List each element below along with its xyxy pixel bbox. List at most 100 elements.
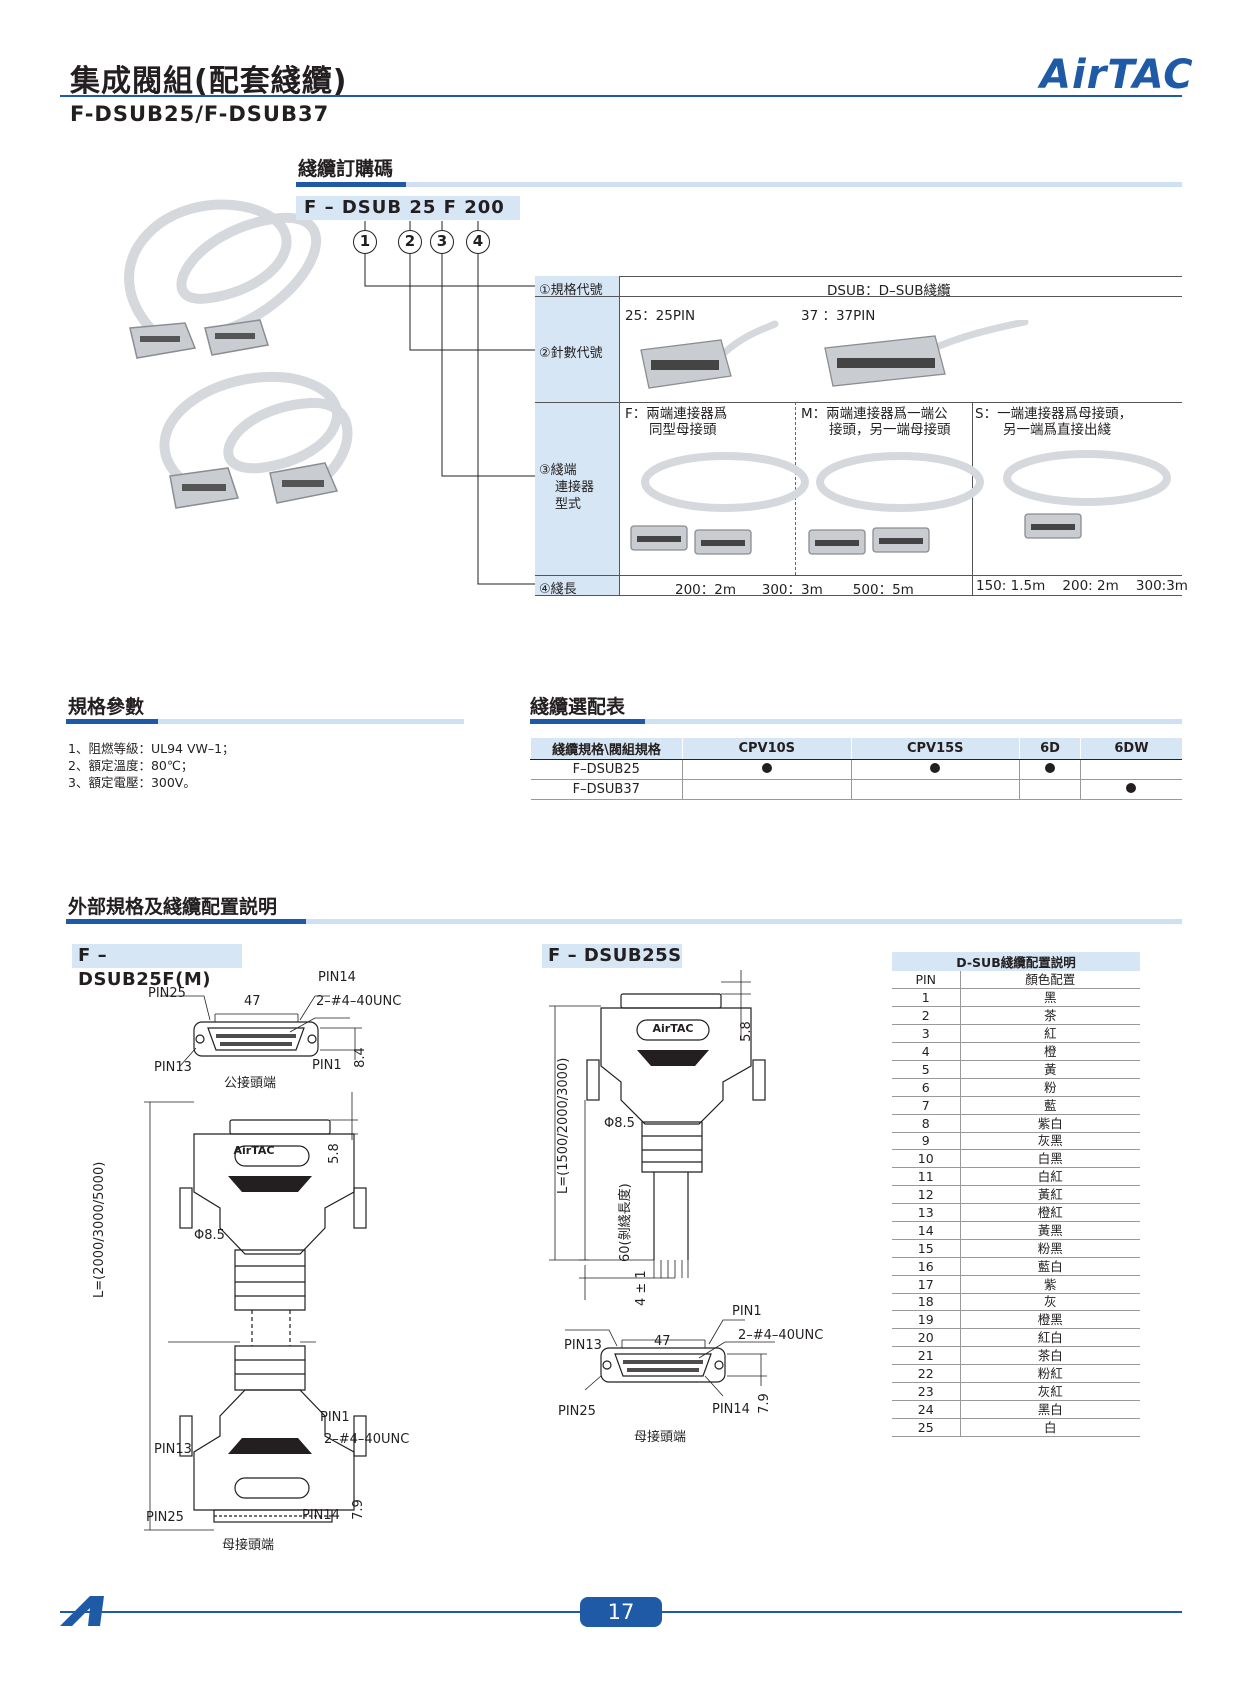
wire-color: 灰紅 bbox=[960, 1382, 1140, 1401]
col-header: CPV10S bbox=[682, 738, 851, 760]
wire-color: 粉 bbox=[960, 1078, 1140, 1097]
right-flange-dim: 5.8 bbox=[738, 1021, 754, 1042]
connector-s-option: S：一端連接器爲母接頭， 另一端爲直接出綫 bbox=[975, 406, 1133, 438]
wire-color: 黃 bbox=[960, 1060, 1140, 1079]
spec-item: 1、阻燃等級：UL94 VW–1； bbox=[68, 741, 235, 756]
pin-number: 22 bbox=[892, 1364, 961, 1383]
pin-table-caption: D-SUB綫纜配置説明 bbox=[892, 952, 1140, 971]
pin-number: 2 bbox=[892, 1006, 961, 1026]
order-code-example: F – DSUB 25 F 200 bbox=[296, 196, 520, 220]
wire-color: 粉黑 bbox=[960, 1239, 1140, 1258]
right-pin13: PIN13 bbox=[564, 1338, 602, 1353]
spec-code-value: DSUB：D–SUB綫纜 bbox=[827, 283, 951, 299]
pin-col-header: PIN bbox=[892, 971, 961, 990]
pin-number: 13 bbox=[892, 1203, 961, 1222]
male-end-label: 公接頭端 bbox=[224, 1076, 277, 1091]
left-top-pin25: PIN25 bbox=[148, 986, 186, 1001]
connector-type-label: ③綫端 連接器 型式 bbox=[539, 463, 595, 512]
table-row: F–DSUB25 bbox=[530, 759, 1182, 780]
page-number: 17 bbox=[580, 1597, 662, 1627]
right-cable-diameter: Φ8.5 bbox=[604, 1116, 635, 1131]
right-height: 7.9 bbox=[756, 1393, 772, 1414]
left-bottom-height: 7.9 bbox=[350, 1499, 366, 1520]
pin-number: 24 bbox=[892, 1400, 961, 1419]
right-pin1: PIN1 bbox=[732, 1304, 762, 1319]
marker-2: 2 bbox=[398, 230, 422, 254]
wire-color: 灰 bbox=[960, 1293, 1140, 1312]
pin-number: 14 bbox=[892, 1221, 961, 1240]
left-top-pin13: PIN13 bbox=[154, 1060, 192, 1075]
pin-number: 3 bbox=[892, 1024, 961, 1044]
wire-color: 茶 bbox=[960, 1006, 1140, 1026]
compat-mark bbox=[761, 762, 772, 773]
right-pin14: PIN14 bbox=[712, 1402, 750, 1417]
left-top-width: 47 bbox=[244, 994, 261, 1009]
external-rule bbox=[66, 919, 1182, 924]
wire-color: 黃紅 bbox=[960, 1185, 1140, 1205]
pin-connector-sketches bbox=[640, 320, 1029, 389]
order-code-heading: 綫纜訂購碼 bbox=[298, 158, 394, 180]
page-subtitle: F-DSUB25/F-DSUB37 bbox=[70, 102, 330, 126]
specs-rule bbox=[66, 719, 464, 724]
pin-number: 20 bbox=[892, 1328, 961, 1348]
pin-number: 6 bbox=[892, 1078, 961, 1097]
wire-color: 黃黑 bbox=[960, 1221, 1140, 1240]
compat-mark bbox=[1044, 762, 1055, 773]
col-header: 綫纜規格\閥組規格 bbox=[530, 738, 683, 760]
pin-number: 9 bbox=[892, 1132, 961, 1151]
pin-number: 17 bbox=[892, 1275, 961, 1294]
wire-color: 紫白 bbox=[960, 1114, 1140, 1133]
pin-code-label: ②針數代號 bbox=[539, 346, 603, 361]
connector-type-sketches bbox=[630, 450, 1171, 555]
left-top-height: 8.4 bbox=[352, 1047, 368, 1068]
pin-37-option: 37 ：37PIN bbox=[801, 308, 876, 324]
length-label: ④綫長 bbox=[539, 582, 577, 597]
pin-number: 5 bbox=[892, 1060, 961, 1079]
specs-heading: 規格參數 bbox=[68, 696, 145, 718]
pin-number: 8 bbox=[892, 1114, 961, 1133]
pin-number: 23 bbox=[892, 1382, 961, 1401]
pin-table-header: PIN 顏色配置 bbox=[892, 971, 1140, 990]
col-header: CPV15S bbox=[850, 738, 1020, 760]
table-row: F–DSUB37 bbox=[530, 779, 1182, 800]
cable-product-photo bbox=[124, 199, 353, 509]
wire-color: 紫 bbox=[960, 1275, 1140, 1294]
pin-number: 21 bbox=[892, 1346, 961, 1366]
right-logo: AirTAC bbox=[652, 1022, 694, 1035]
left-bottom-pin13: PIN13 bbox=[154, 1442, 192, 1457]
pin-number: 16 bbox=[892, 1257, 961, 1276]
footer-logo-icon bbox=[60, 1596, 104, 1626]
wire-color: 黑 bbox=[960, 988, 1140, 1008]
spec-item: 3、額定電壓：300V。 bbox=[68, 775, 196, 790]
pin-number: 15 bbox=[892, 1239, 961, 1258]
dsub25fm-drawing bbox=[144, 995, 367, 1531]
order-code-table: ①規格代號 DSUB：D–SUB綫纜 ②針數代號 25：25PIN 37 ：37… bbox=[535, 276, 1188, 598]
pin-number: 1 bbox=[892, 988, 961, 1008]
left-bottom-pin1: PIN1 bbox=[320, 1410, 350, 1425]
wire-color: 黑白 bbox=[960, 1400, 1140, 1419]
col-header: 6DW bbox=[1079, 738, 1182, 760]
col-header: 6D bbox=[1019, 738, 1081, 760]
wire-color: 灰黑 bbox=[960, 1132, 1140, 1151]
pin-25-option: 25：25PIN bbox=[625, 308, 696, 324]
wire-color: 橙紅 bbox=[960, 1203, 1140, 1222]
cable-table-heading: 綫纜選配表 bbox=[530, 696, 626, 718]
wire-color: 橙 bbox=[960, 1042, 1140, 1061]
color-col-header: 顏色配置 bbox=[960, 971, 1140, 990]
pin-number: 7 bbox=[892, 1096, 961, 1115]
cable-name: F–DSUB25 bbox=[530, 759, 683, 780]
